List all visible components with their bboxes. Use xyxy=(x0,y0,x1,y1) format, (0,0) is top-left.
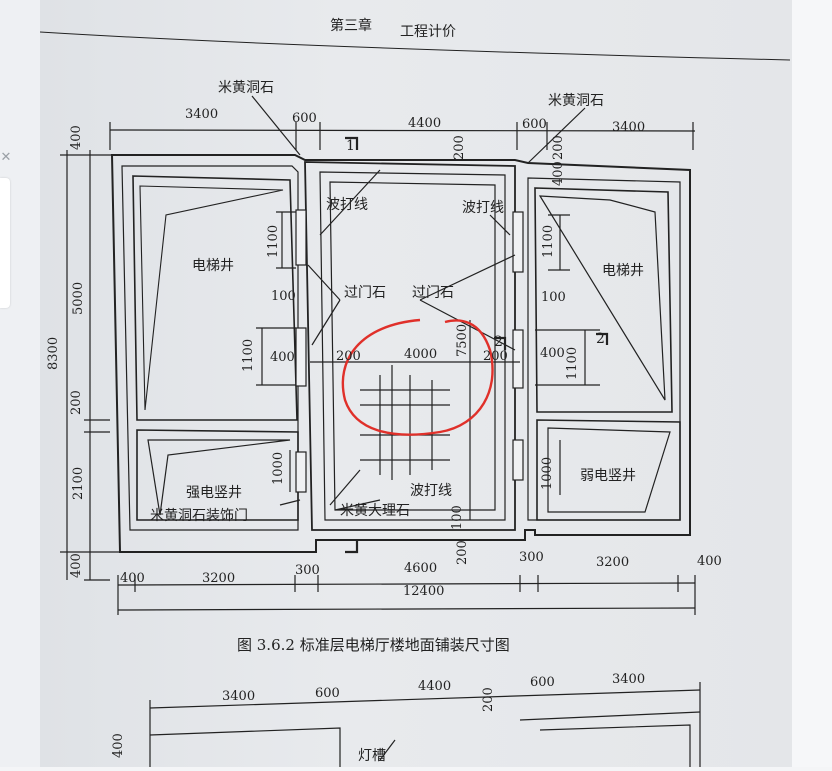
red-annotation-circle xyxy=(341,318,494,436)
label-stone-right: 米黄洞石 xyxy=(548,92,604,109)
dim-200-b: 200 xyxy=(483,349,508,364)
chapter-title: 工程计价 xyxy=(400,24,456,40)
dim-bottom-300-left: 300 xyxy=(295,563,320,578)
dim-left-8300: 8300 xyxy=(46,337,61,370)
dim-200-v: 200 xyxy=(455,540,470,565)
label-marble: 米黄大理石 xyxy=(340,502,410,519)
figure-caption: 图 3.6.2 标准层电梯厅楼地面铺装尺寸图 xyxy=(237,636,510,654)
dim-top-4400: 4400 xyxy=(408,116,441,131)
dim-bottom-3200-left: 3200 xyxy=(202,571,235,586)
section-mark-1: 1 xyxy=(346,138,355,154)
dim-1100-c: 1100 xyxy=(541,225,556,258)
dim-400-d: 400 xyxy=(551,161,566,186)
viewer-left-margin xyxy=(0,0,40,767)
label-wave-line-3: 波打线 xyxy=(410,482,452,499)
dim-200-right: 200 xyxy=(551,135,566,160)
dim-bottom-12400: 12400 xyxy=(403,584,444,599)
chapter-label: 第三章 xyxy=(330,17,372,34)
close-icon[interactable]: ✕ xyxy=(0,150,12,165)
side-panel-tab[interactable] xyxy=(0,178,10,308)
dim-400-c: 400 xyxy=(540,346,565,361)
dim-bottom-400-right: 400 xyxy=(697,554,722,569)
next-dim-200: 200 xyxy=(481,687,496,712)
dim-top-3400-left: 3400 xyxy=(185,107,218,122)
dim-200-a: 200 xyxy=(336,349,361,364)
dim-400-a: 400 xyxy=(270,350,295,365)
dim-1000-a: 1000 xyxy=(271,452,286,485)
next-dim-3400: 3400 xyxy=(222,689,255,704)
label-door-stone-2: 过门石 xyxy=(412,285,454,301)
dim-1100-b: 1100 xyxy=(241,339,256,372)
next-dim-600-left: 600 xyxy=(315,686,340,701)
dim-bottom-3200-right: 3200 xyxy=(596,555,629,570)
dim-100-b: 100 xyxy=(541,290,566,305)
viewer-right-margin xyxy=(792,0,832,767)
dim-100-v: 100 xyxy=(450,505,465,530)
label-deco-door: 米黄洞石装饰门 xyxy=(150,507,248,524)
dim-top-3400-right: 3400 xyxy=(612,120,645,135)
dim-left-200: 200 xyxy=(69,390,84,415)
dim-100-a: 100 xyxy=(271,289,296,304)
dim-1000-b: 1000 xyxy=(540,457,555,490)
dim-top-200: 200 xyxy=(452,135,467,160)
dim-left-2100: 2100 xyxy=(71,467,86,500)
label-door-stone-1: 过门石 xyxy=(344,285,386,301)
dim-bottom-400-left: 400 xyxy=(120,571,145,586)
next-dim-3400-right: 3400 xyxy=(612,672,645,687)
scanned-page: 第三章 工程计价 3400 600 4400 600 3400 200 8300… xyxy=(39,0,792,767)
dim-7500: 7500 xyxy=(455,324,470,357)
dim-bottom-300-right: 300 xyxy=(519,550,544,565)
dim-bottom-4600: 4600 xyxy=(404,561,437,576)
label-wave-line-1: 波打线 xyxy=(326,196,368,213)
section-mark-2b: 2 xyxy=(596,331,605,347)
label-weak-shaft: 弱电竖井 xyxy=(580,468,636,484)
dim-1100-a: 1100 xyxy=(266,225,281,258)
section-mark-2a: 2 xyxy=(494,334,503,350)
label-strong-shaft: 强电竖井 xyxy=(186,485,242,501)
dim-left-5000: 5000 xyxy=(71,282,86,315)
label-shaft-left: 电梯井 xyxy=(192,258,234,274)
next-dim-400: 400 xyxy=(111,733,126,758)
floor-plan-drawing: 第三章 工程计价 3400 600 4400 600 3400 200 8300… xyxy=(39,17,791,767)
next-dim-600-right: 600 xyxy=(530,675,555,690)
dim-left-400-top: 400 xyxy=(69,125,84,150)
label-shaft-right: 电梯井 xyxy=(602,263,644,279)
dim-top-600-left: 600 xyxy=(292,111,317,126)
dim-4000: 4000 xyxy=(404,347,437,362)
dim-1100-d: 1100 xyxy=(565,347,580,380)
dim-top-600-right: 600 xyxy=(522,117,547,132)
dim-left-400-bottom: 400 xyxy=(69,553,84,578)
label-lamp-groove: 灯槽 xyxy=(358,748,386,764)
label-wave-line-2: 波打线 xyxy=(462,199,504,216)
label-stone-left: 米黄洞石 xyxy=(218,79,274,96)
next-dim-4400: 4400 xyxy=(418,679,451,694)
